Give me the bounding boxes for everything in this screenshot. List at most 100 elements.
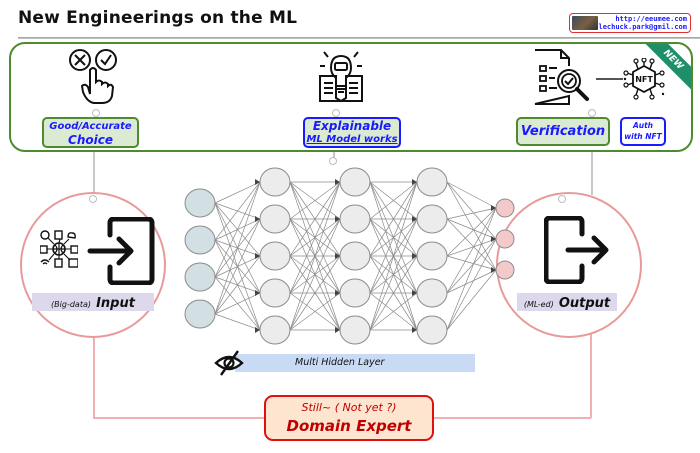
network-edge: [446, 218, 497, 240]
connector-choice-input: [93, 150, 95, 195]
output-node: [495, 260, 515, 280]
network-edge: [214, 218, 261, 315]
connector-dot: [92, 109, 100, 117]
edge-arrowhead: [255, 327, 260, 333]
domain-expert-subtitle: Still~ ( Not yet ?): [301, 401, 397, 414]
auth-nft-line2: with NFT: [624, 132, 662, 141]
connector-dot: [332, 109, 340, 117]
explainable-label-line2: ML Model works: [306, 134, 398, 145]
network-edge: [446, 181, 497, 271]
output-node: [495, 198, 515, 218]
svg-text:NFT: NFT: [635, 75, 653, 84]
network-edge: [446, 207, 497, 294]
credit-badge: http://eeumee.com lechuck.park@gmil.com: [569, 13, 691, 33]
edge-arrowhead: [255, 290, 260, 296]
network-edge: [214, 181, 261, 241]
network-edge: [446, 269, 497, 331]
hidden-node: [259, 167, 291, 197]
explainable-label-line1: Explainable: [312, 119, 392, 133]
edge-arrowhead: [491, 267, 496, 273]
network-edge: [289, 255, 341, 331]
input-node: [184, 262, 216, 292]
edge-arrowhead: [412, 290, 417, 296]
credit-email[interactable]: lechuck.park@gmil.com: [598, 23, 687, 31]
network-edge: [369, 181, 418, 331]
edge-arrowhead: [255, 216, 260, 222]
connector-dot: [89, 195, 97, 203]
edge-arrowhead: [491, 205, 496, 211]
network-edge: [446, 218, 497, 271]
hidden-node: [416, 241, 448, 271]
eye-slash-icon: [214, 350, 244, 376]
input-prefix: (Big-data): [51, 300, 91, 309]
edge-arrowhead: [412, 216, 417, 222]
hidden-node: [259, 278, 291, 308]
hidden-node: [339, 241, 371, 271]
choice-label-line1: Good/Accurate: [49, 121, 132, 132]
connector-verification-output: [591, 150, 593, 195]
network-edge: [369, 218, 418, 331]
network-edge: [369, 181, 418, 294]
input-caption: (Big-data) Input: [32, 293, 154, 311]
edge-arrowhead: [335, 290, 340, 296]
credit-url[interactable]: http://eeumee.com: [615, 15, 687, 23]
hidden-node: [416, 315, 448, 345]
hidden-node: [416, 278, 448, 308]
choice-hand-icon: [69, 49, 117, 104]
connector-explainable-network: [333, 150, 335, 162]
explainable-label: Explainable ML Model works: [303, 117, 401, 148]
hidden-node: [339, 204, 371, 234]
network-edge: [289, 181, 341, 257]
edge-arrowhead: [255, 253, 260, 259]
network-edge: [214, 313, 261, 331]
input-node: [184, 225, 216, 255]
network-edge: [446, 238, 497, 257]
page-title: New Engineerings on the ML: [18, 8, 298, 28]
hidden-node: [259, 204, 291, 234]
logout-icon[interactable]: [544, 216, 610, 284]
network-edge: [446, 181, 497, 240]
title-divider: [18, 37, 700, 39]
network-edge: [446, 255, 497, 271]
network-edge: [446, 238, 497, 294]
edge-arrowhead: [255, 179, 260, 185]
network-edge: [214, 181, 261, 204]
network-edge: [446, 207, 497, 257]
output-caption: (ML-ed) Output: [517, 293, 617, 311]
network-edge: [214, 181, 261, 315]
login-icon[interactable]: [86, 217, 156, 285]
network-edge: [214, 181, 261, 278]
auth-nft-label: Auth with NFT: [620, 117, 666, 146]
author-thumbnail: [572, 16, 598, 30]
verification-label: Verification: [516, 117, 610, 146]
network-edge: [214, 255, 261, 315]
edge-arrowhead: [412, 253, 417, 259]
network-edge: [369, 181, 418, 257]
input-node: [184, 188, 216, 218]
network-edge: [446, 207, 497, 220]
nft-icon: NFT: [623, 58, 665, 100]
hidden-layer-label-bar: Multi Hidden Layer: [235, 354, 475, 372]
new-engineerings-panel: NEW Good/Accurate Choice Explainable ML …: [9, 42, 693, 152]
domain-expert-title: Domain Expert: [286, 417, 412, 435]
input-node: [184, 299, 216, 329]
edge-arrowhead: [335, 179, 340, 185]
network-edge: [369, 181, 418, 220]
connector-dot: [558, 195, 566, 203]
hidden-node: [339, 278, 371, 308]
output-prefix: (ML-ed): [523, 300, 554, 309]
edge-arrowhead: [491, 236, 496, 242]
edge-arrowhead: [412, 179, 417, 185]
input-label: Input: [96, 296, 135, 311]
connector-dot: [329, 157, 337, 165]
choice-label: Good/Accurate Choice: [42, 117, 139, 148]
verification-label-text: Verification: [520, 124, 606, 139]
edge-arrowhead: [335, 216, 340, 222]
choice-label-line2: Choice: [68, 133, 113, 147]
big-data-network-icon: [40, 230, 78, 268]
network-edge: [289, 181, 341, 294]
neural-network: [184, 167, 515, 345]
edge-arrowhead: [412, 327, 417, 333]
network-edge: [214, 292, 261, 315]
edge-arrowhead: [335, 327, 340, 333]
